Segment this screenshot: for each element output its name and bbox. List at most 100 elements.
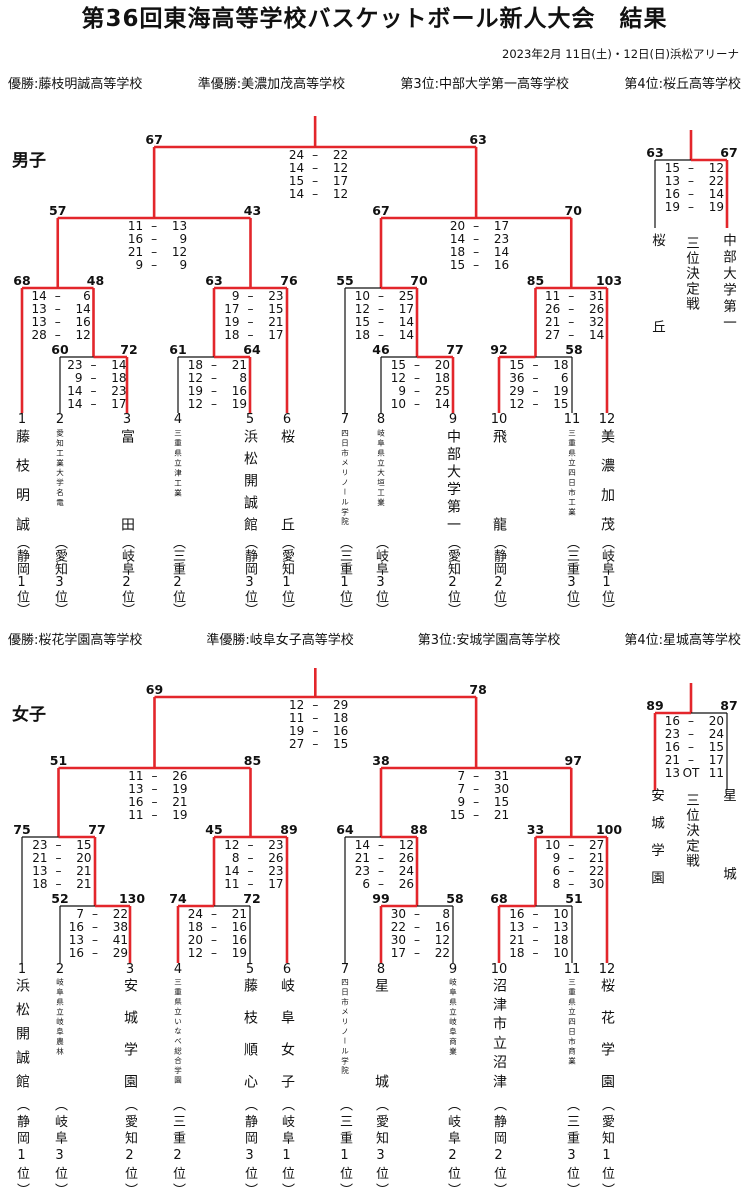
team-prefecture-rank: （愛知2位） bbox=[445, 536, 460, 616]
set-score: 13 bbox=[68, 933, 84, 947]
match-score: 60 bbox=[51, 342, 69, 357]
set-score: – bbox=[532, 946, 539, 960]
set-score: 21 bbox=[544, 315, 561, 329]
set-score: 13 bbox=[664, 766, 680, 780]
set-score: – bbox=[473, 258, 480, 272]
set-score: 7 bbox=[76, 907, 84, 921]
match-score: 130 bbox=[118, 891, 146, 906]
team-seed-number: 1 bbox=[17, 412, 27, 427]
set-score: 23 bbox=[32, 838, 48, 852]
set-score-row: 10–25 bbox=[348, 290, 414, 303]
set-score: 18 bbox=[509, 946, 525, 960]
set-score-row: 13–19 bbox=[122, 783, 187, 796]
match-score: 63 bbox=[205, 273, 223, 288]
team-prefecture-rank: （愛知3位） bbox=[373, 1098, 388, 1196]
set-score: – bbox=[151, 232, 158, 246]
set-score: – bbox=[247, 302, 254, 316]
set-score: 10 bbox=[354, 289, 370, 303]
team-name: 浜松開誠館 bbox=[14, 978, 30, 1088]
team-name: 中部大学第一 bbox=[445, 429, 461, 531]
set-score: 21 bbox=[127, 245, 144, 259]
set-score: 14 bbox=[354, 838, 370, 852]
team-name: 飛龍 bbox=[491, 429, 507, 531]
team-prefecture-rank: （岐阜3位） bbox=[373, 536, 388, 616]
set-score-row: 14–12 bbox=[282, 162, 348, 175]
set-score: – bbox=[568, 328, 575, 342]
set-score: 10 bbox=[553, 907, 569, 921]
set-score: 6 bbox=[560, 371, 569, 385]
set-score: – bbox=[378, 315, 384, 329]
set-score: 41 bbox=[112, 933, 128, 947]
set-score: 18 bbox=[434, 371, 450, 385]
set-score: – bbox=[414, 920, 420, 934]
men-runner-up: 準優勝:美濃加茂高等学校 bbox=[197, 77, 346, 92]
set-score-row: 8–30 bbox=[538, 878, 605, 891]
set-score: – bbox=[54, 315, 61, 329]
set-score: 12 bbox=[75, 328, 91, 342]
set-score: 29 bbox=[112, 946, 128, 960]
set-score: 15 bbox=[664, 161, 680, 175]
set-score: – bbox=[473, 782, 480, 796]
set-score: 13 bbox=[553, 920, 569, 934]
set-score: 10 bbox=[553, 946, 569, 960]
match-score: 68 bbox=[13, 273, 31, 288]
set-score: 8 bbox=[231, 851, 240, 865]
match-score: 89 bbox=[280, 822, 298, 837]
set-score-row: 29–19 bbox=[503, 384, 569, 398]
set-score: – bbox=[688, 161, 694, 175]
set-score: 14 bbox=[493, 245, 510, 259]
set-score: 19 bbox=[553, 384, 569, 398]
third-place-team-name: 桜丘 bbox=[649, 233, 665, 333]
set-score: 9 bbox=[74, 371, 83, 385]
set-score-row: 13–22 bbox=[658, 175, 724, 188]
team-seed-number: 12 bbox=[598, 412, 616, 427]
team-name: 三重県立四日市工業 bbox=[567, 429, 577, 516]
set-score: 22 bbox=[390, 920, 406, 934]
set-score: 16 bbox=[231, 920, 247, 934]
set-score: – bbox=[532, 358, 539, 372]
set-score: 18 bbox=[553, 358, 569, 372]
set-score-row: 16–20 bbox=[658, 715, 724, 728]
set-score: 18 bbox=[354, 328, 370, 342]
set-score-row: 13–21 bbox=[26, 865, 91, 878]
set-score: – bbox=[211, 358, 217, 372]
team-name: 四日市メリノール学院 bbox=[340, 978, 350, 1074]
set-score: 16 bbox=[127, 232, 144, 246]
set-score: 13 bbox=[171, 219, 188, 233]
match-score: 48 bbox=[86, 273, 105, 288]
set-score: 19 bbox=[172, 808, 188, 822]
set-score-row: 12–18 bbox=[384, 372, 450, 385]
set-score: 11 bbox=[708, 766, 724, 780]
team-prefecture-rank: （静岡1位） bbox=[14, 536, 29, 616]
set-score: 11 bbox=[544, 289, 561, 303]
set-score-row: 23–15 bbox=[26, 838, 91, 852]
set-score: – bbox=[211, 907, 217, 921]
team-name: 富田 bbox=[119, 429, 135, 531]
set-score: – bbox=[90, 384, 97, 398]
team-prefecture-rank: （静岡2位） bbox=[491, 1098, 506, 1196]
set-score: 14 bbox=[708, 187, 724, 201]
set-score: 19 bbox=[708, 200, 724, 214]
set-score: – bbox=[414, 946, 420, 960]
set-score: 14 bbox=[111, 358, 127, 372]
set-score: – bbox=[92, 946, 98, 960]
set-score-row: 9–9 bbox=[121, 259, 187, 272]
third-place-team-name: 安城学園 bbox=[648, 788, 664, 884]
match-score: 63 bbox=[469, 132, 487, 147]
set-score: 11 bbox=[128, 808, 144, 822]
set-score: – bbox=[568, 315, 575, 329]
set-score-row: 9–21 bbox=[538, 852, 605, 865]
set-score: 21 bbox=[509, 933, 525, 947]
set-score: – bbox=[247, 838, 254, 852]
set-score: 21 bbox=[231, 907, 247, 921]
third-place-title: 三位決定戦 bbox=[683, 793, 699, 867]
set-score: 19 bbox=[187, 384, 203, 398]
match-score: 76 bbox=[280, 273, 298, 288]
set-score: 13 bbox=[509, 920, 525, 934]
set-score: 21 bbox=[172, 795, 188, 809]
set-score: – bbox=[92, 907, 98, 921]
set-score-row: 21–17 bbox=[658, 754, 724, 767]
set-score: 14 bbox=[288, 187, 305, 201]
team-prefecture-rank: （愛知1位） bbox=[599, 1098, 614, 1196]
